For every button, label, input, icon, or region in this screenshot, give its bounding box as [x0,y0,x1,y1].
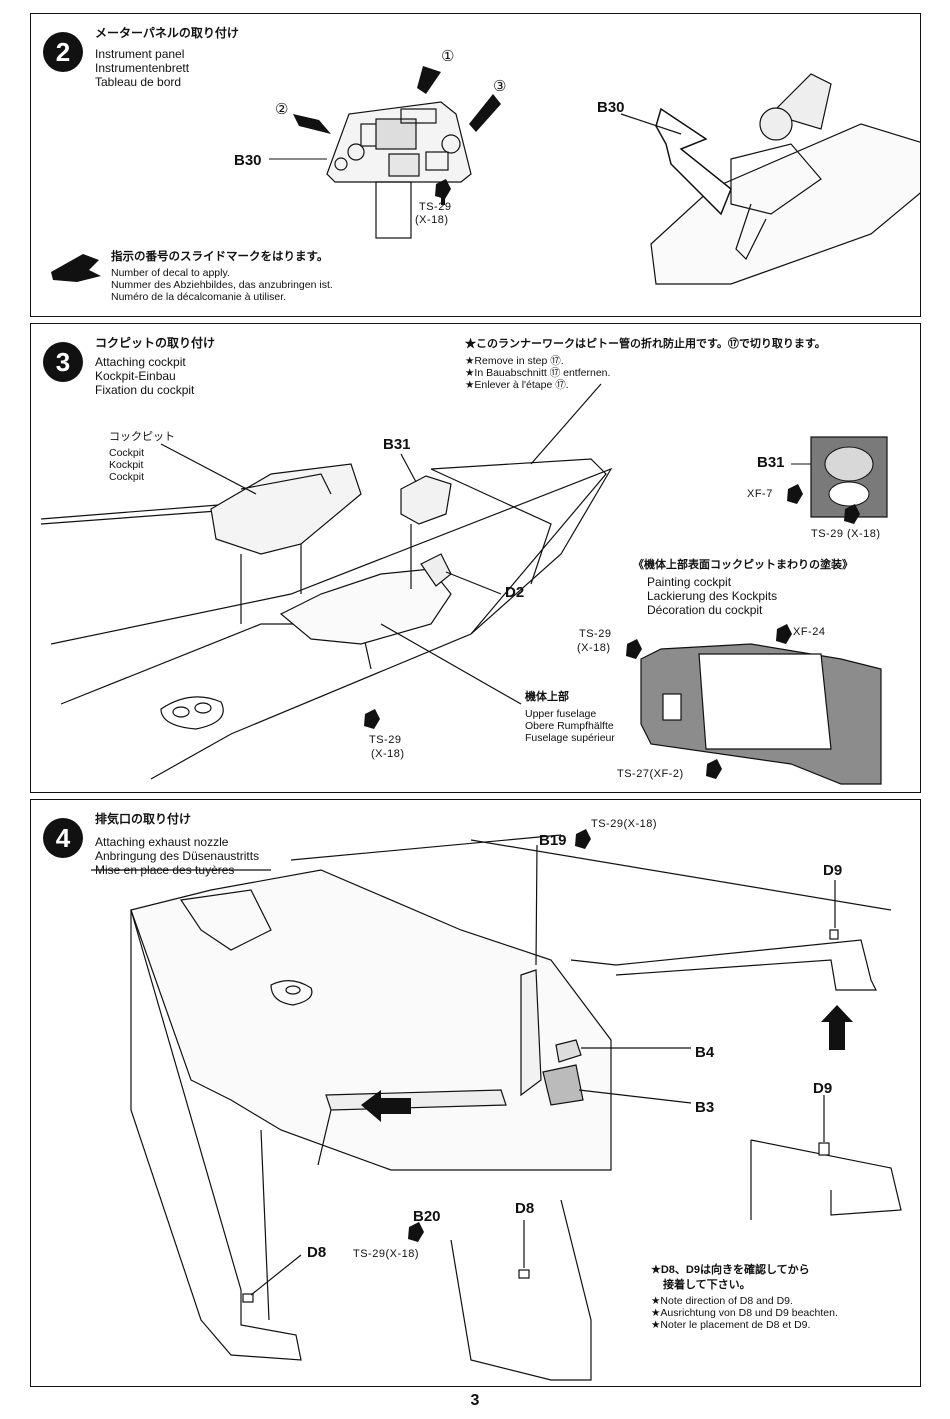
part-label-d8-detail: D8 [515,1200,535,1217]
direction-note-fr: ★Noter le placement de D8 et D9. [651,1319,811,1331]
step-title-jp: メーターパネルの取り付け [95,26,239,40]
paint-code-top: TS-29(X-18) [591,818,658,830]
step-title-en: Attaching exhaust nozzle [95,835,229,849]
direction-note-en: ★Note direction of D8 and D9. [651,1295,793,1307]
step-title-jp: 排気口の取り付け [95,812,192,826]
decal-note-de: Nummer des Abziehbildes, das anzubringen… [111,279,333,291]
part-label-b30-seat: B30 [597,99,625,116]
direction-note-jp-2: 接着して下さい。 [663,1279,751,1291]
part-label-b31: B31 [383,436,411,453]
page-number: 3 [470,1392,480,1409]
step-title-de: Anbringung des Düsenaustritts [95,849,260,863]
paint-code-b20: TS-29(X-18) [353,1248,420,1260]
part-label-d9: D9 [823,862,843,879]
paint-code-ts29-detail: TS-29 (X-18) [811,528,881,540]
runner-note-en: ★Remove in step ⑰. [465,355,564,367]
paint-code-xf24: XF-24 [793,626,826,638]
painting-title-fr: Décoration du cockpit [647,603,763,617]
paint-code-xf7: XF-7 [747,488,773,500]
fuselage-label-en: Upper fuselage [525,708,597,720]
part-label-d9-detail: D9 [813,1080,833,1097]
part-label-b4: B4 [695,1044,715,1061]
step-3-panel: 3 コクピットの取り付け Attaching cockpit Kockpit-E… [30,323,921,793]
fuselage-label-de: Obere Rumpfhälfte [525,720,614,732]
cockpit-label-jp: コックピット [109,431,175,443]
cockpit-label-de: Kockpit [109,459,144,471]
step-title-de: Instrumentenbrett [95,61,190,75]
direction-arrow-icon [361,1005,853,1122]
step-number: 2 [43,32,83,72]
paint-code-ts29-bottom: TS-29 [369,734,402,746]
step-4-panel: 4 排気口の取り付け Attaching exhaust nozzle Anbr… [30,799,921,1387]
decal-arrow-icon [51,254,101,282]
painting-title-jp: 《機体上部表面コックピットまわりの塗装》 [633,559,853,571]
runner-note-jp: ★このランナーワークはピトー管の折れ防止用です。⑰で切り取ります。 [465,338,826,350]
cockpit-label-fr: Cockpit [109,471,145,483]
step-title-en: Instrument panel [95,47,185,61]
step-title-de: Kockpit-Einbau [95,369,176,383]
direction-note-jp-1: ★D8、D9は向きを確認してから [651,1264,810,1276]
step-title-jp: コクピットの取り付け [95,336,216,350]
paint-bottle-icon [364,484,860,779]
painting-title-de: Lackierung des Kockpits [647,589,778,603]
step-title-en: Attaching cockpit [95,355,186,369]
paint-code-alt: (X-18) [415,214,449,226]
part-label-d8: D8 [307,1244,327,1261]
paint-code-ts27: TS-27(XF-2) [617,768,684,780]
part-label-b31-detail: B31 [757,454,785,471]
decal-note-en: Number of decal to apply. [111,267,230,279]
part-label-b20: B20 [413,1208,441,1225]
cockpit-assembly-drawing [40,383,888,785]
fuselage-label-fr: Fuselage supérieur [525,732,615,744]
part-label-b30: B30 [234,152,262,169]
callout-1: ① [441,48,455,65]
step-title-fr: Fixation du cockpit [95,383,195,397]
decal-note-fr: Numéro de la décalcomanie à utiliser. [111,291,287,303]
step-number: 3 [43,342,83,382]
paint-code-ts29: TS-29 [579,628,612,640]
paint-code: TS-29 [419,201,452,213]
step-title-fr: Tableau de bord [95,75,182,89]
part-label-d2: D2 [505,584,525,601]
fuselage-label-jp: 機体上部 [525,691,569,703]
paint-code-ts29-alt: (X-18) [577,642,611,654]
runner-note-fr: ★Enlever à l'étape ⑰. [465,379,569,391]
step-2-panel: 2 メーターパネルの取り付け Instrument panel Instrume… [30,13,921,317]
paint-bottle-icon [435,179,451,205]
cockpit-label-en: Cockpit [109,447,145,459]
part-label-b19: B19 [539,832,567,849]
callout-3: ③ [493,78,507,95]
callout-2: ② [275,101,289,118]
paint-code-ts29-bottom-alt: (X-18) [371,748,405,760]
exhaust-nozzle-drawing [91,829,902,1381]
paint-bottle-icon [408,829,591,1242]
runner-note-de: ★In Bauabschnitt ⑰ entfernen. [465,367,611,379]
step-number: 4 [43,818,83,858]
part-label-b3: B3 [695,1099,715,1116]
painting-title-en: Painting cockpit [647,575,732,589]
instrument-panel-drawing [51,66,920,285]
decal-note-jp: 指示の番号のスライドマークをはります。 [111,251,329,263]
direction-note-de: ★Ausrichtung von D8 und D9 beachten. [651,1307,838,1319]
